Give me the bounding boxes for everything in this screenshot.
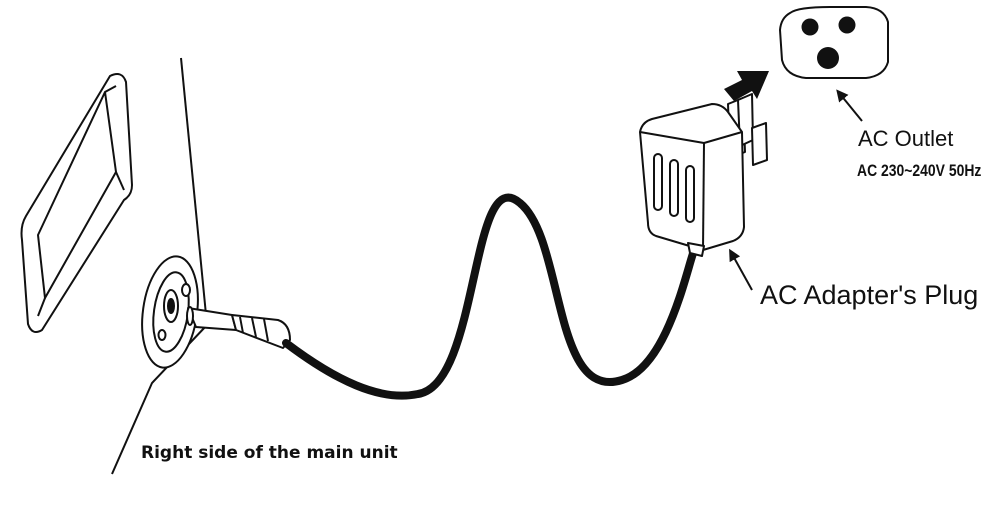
outlet-label: AC Outlet: [858, 126, 954, 151]
unit-side-label: Right side of the main unit: [141, 443, 398, 463]
dc-input-jack: [141, 255, 199, 369]
outlet-spec-label: AC 230~240V 50Hz: [857, 161, 982, 180]
arrow-right-icon: [724, 71, 769, 101]
adapter-plug-label: AC Adapter's Plug: [760, 280, 979, 310]
ac-outlet-icon: [778, 6, 889, 79]
power-cable: [282, 193, 700, 400]
dc-barrel-plug: [186, 306, 291, 349]
arrow-up-left-icon: [729, 248, 753, 291]
arrow-up-left-icon: [836, 89, 863, 122]
ac-adapter-icon: [639, 93, 768, 257]
carry-handle: [20, 73, 133, 333]
